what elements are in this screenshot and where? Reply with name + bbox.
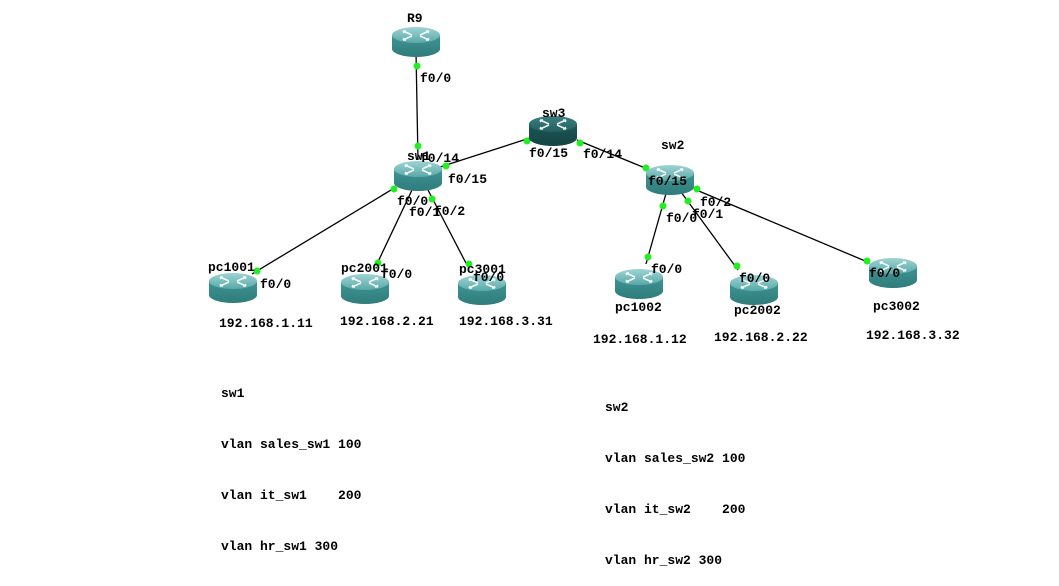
link-sw1-pc1001[interactable] [251, 186, 397, 275]
port-dot-pc3001 [465, 260, 473, 268]
device-pc2001[interactable]: pc2001 192.168.2.21 [340, 261, 434, 329]
device-label: pc3001 [459, 262, 506, 277]
port-dot-pc1001 [253, 267, 261, 275]
device-label: sw2 [661, 138, 685, 153]
note-sw1-vlans: sw1 vlan sales_sw1 100 vlan it_sw1 200 v… [221, 351, 361, 572]
port-label-pc3001-f00: f0/0 [473, 270, 504, 285]
link-sw1-pc3001[interactable] [427, 189, 469, 268]
port-dot-sw1-up [414, 142, 422, 150]
port-label-sw2-f015: f0/15 [648, 174, 687, 189]
device-pc1001[interactable]: pc1001 192.168.1.11 [208, 260, 313, 331]
port-label-pc3002-f00: f0/0 [869, 266, 900, 281]
topology-canvas: R9 sw3 sw1 sw2 pc1001 192.168.1.11 pc200… [208, 11, 960, 347]
link-sw2-pc1002[interactable] [645, 189, 668, 265]
port-label-pc2002-f00: f0/0 [739, 271, 770, 286]
note-line: vlan it_sw1 200 [221, 488, 362, 503]
note-title: sw2 [605, 400, 629, 415]
port-label-pc1002-f00: f0/0 [651, 262, 682, 277]
ip-address: 192.168.1.12 [593, 332, 687, 347]
device-pc2002[interactable]: pc2002 192.168.2.22 [714, 274, 808, 345]
device-label: pc2002 [734, 303, 781, 318]
port-dot-sw2-f02 [693, 185, 701, 193]
links [251, 51, 871, 275]
note-title: sw1 [221, 386, 245, 401]
router-icon[interactable] [391, 26, 441, 58]
device-sw1[interactable]: sw1 [393, 149, 443, 192]
port-label-pc2001-f00: f0/0 [381, 267, 412, 282]
port-dot-sw3-f015 [523, 137, 531, 145]
link-sw1-sw3[interactable] [439, 137, 531, 168]
ip-address: 192.168.3.32 [866, 328, 960, 343]
device-r9[interactable]: R9 [391, 11, 441, 58]
ip-address: 192.168.2.21 [340, 314, 434, 329]
port-dot-sw2-f01 [684, 197, 692, 205]
port-dot-sw1-f014 [442, 162, 450, 170]
port-dot-sw3-f014 [576, 139, 584, 147]
link-sw2-pc2002[interactable] [680, 191, 739, 271]
port-dot-pc2001 [374, 259, 382, 267]
device-pc3002[interactable]: pc3002 192.168.3.32 [866, 257, 960, 343]
note-sw2-vlans: sw2 vlan sales_sw2 100 vlan it_sw2 200 v… [605, 365, 745, 586]
router-icon[interactable] [208, 272, 258, 304]
ip-address: 192.168.1.11 [219, 316, 313, 331]
device-label: sw1 [407, 149, 431, 164]
port-label-sw1-f01: f0/1 [409, 205, 440, 220]
port-label-r9-f00: f0/0 [420, 71, 451, 86]
port-label-sw2-f02: f0/2 [700, 195, 731, 210]
device-pc3001[interactable]: pc3001 192.168.3.31 [457, 262, 553, 329]
port-dot-pc3002 [863, 257, 871, 265]
port-label-sw1-f014: f0/14 [420, 151, 459, 166]
port-dot-pc2002 [733, 262, 741, 270]
port-dot-pc1002 [644, 253, 652, 261]
device-sw3[interactable]: sw3 [528, 106, 578, 147]
port-label-sw2-f00: f0/0 [666, 211, 697, 226]
device-label: pc2001 [341, 261, 388, 276]
device-label: R9 [407, 11, 423, 26]
port-dot-sw1-f00 [390, 185, 398, 193]
port-dot-sw2-f00 [659, 202, 667, 210]
ip-address: 192.168.3.31 [459, 314, 553, 329]
device-label: sw3 [542, 106, 566, 121]
link-sw3-sw2[interactable] [576, 139, 651, 171]
port-dot-sw2-f015 [642, 164, 650, 172]
port-dot-sw1-f02 [428, 195, 436, 203]
port-dots [253, 62, 871, 275]
port-label-pc1001-f00: f0/0 [260, 277, 291, 292]
device-label: pc1001 [208, 260, 255, 275]
port-label-sw3-f015: f0/15 [529, 146, 568, 161]
port-label-sw1-f00: f0/0 [397, 194, 428, 209]
port-labels: f0/0 f0/14 f0/15 f0/0 f0/1 f0/2 f0/15 f0… [260, 71, 900, 292]
device-pc1002[interactable]: pc1002 192.168.1.12 [593, 268, 687, 347]
port-dot-r9-f00 [413, 62, 421, 70]
note-line: vlan it_sw2 200 [605, 502, 746, 517]
port-label-sw2-f01: f0/1 [692, 207, 723, 222]
note-line: vlan hr_sw2 300 [605, 553, 723, 568]
link-sw2-pc3002[interactable] [693, 188, 871, 264]
device-sw2[interactable]: sw2 [645, 138, 695, 196]
ip-address: 192.168.2.22 [714, 330, 808, 345]
port-label-sw1-f015: f0/15 [448, 172, 487, 187]
device-label: pc1002 [615, 300, 662, 315]
link-r9-sw1[interactable] [415, 51, 419, 161]
note-line: vlan sales_sw1 100 [221, 437, 362, 452]
port-label-sw1-f02: f0/2 [434, 204, 465, 219]
port-label-sw3-f014: f0/14 [583, 147, 622, 162]
link-sw1-pc2001[interactable] [375, 189, 413, 267]
note-line: vlan sales_sw2 100 [605, 451, 746, 466]
note-line: vlan hr_sw1 300 [221, 539, 339, 554]
device-label: pc3002 [873, 299, 920, 314]
